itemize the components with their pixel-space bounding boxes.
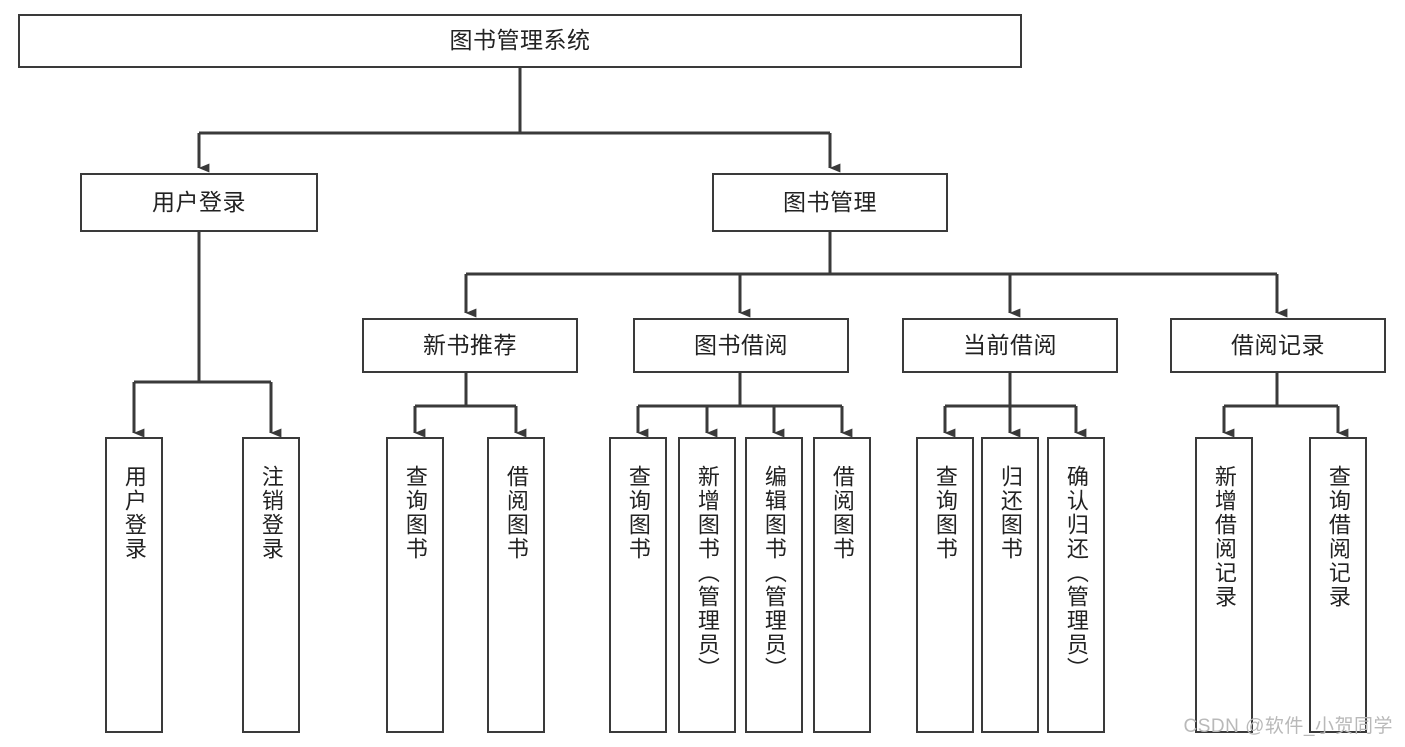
- leaf-add-book-admin-label: 新增图书（管理员）: [694, 465, 720, 681]
- leaf-query-borrow-record[interactable]: 查询借阅记录: [1309, 437, 1367, 733]
- node-root-system[interactable]: 图书管理系统: [18, 14, 1022, 68]
- leaf-confirm-return-admin[interactable]: 确认归还（管理员）: [1047, 437, 1105, 733]
- node-user-login-label: 用户登录: [152, 188, 246, 215]
- leaf-add-book-admin[interactable]: 新增图书（管理员）: [678, 437, 736, 733]
- node-book-borrow[interactable]: 图书借阅: [633, 318, 849, 373]
- leaf-query-book-borrow-label: 查询图书: [625, 465, 651, 561]
- leaf-return-book-label: 归还图书: [997, 465, 1023, 561]
- leaf-user-login[interactable]: 用户登录: [105, 437, 163, 733]
- node-book-borrow-label: 图书借阅: [694, 331, 788, 358]
- node-new-book-recommend-label: 新书推荐: [423, 331, 517, 358]
- leaf-borrow-book-borrow[interactable]: 借阅图书: [813, 437, 871, 733]
- leaf-query-book-recommend[interactable]: 查询图书: [386, 437, 444, 733]
- node-new-book-recommend[interactable]: 新书推荐: [362, 318, 578, 373]
- leaf-add-borrow-record-label: 新增借阅记录: [1211, 465, 1237, 609]
- csdn-watermark: CSDN @软件_小贺同学: [1183, 716, 1393, 737]
- node-book-manage[interactable]: 图书管理: [712, 173, 948, 232]
- node-borrow-record[interactable]: 借阅记录: [1170, 318, 1386, 373]
- leaf-add-borrow-record[interactable]: 新增借阅记录: [1195, 437, 1253, 733]
- leaf-edit-book-admin-label: 编辑图书（管理员）: [761, 465, 787, 681]
- leaf-query-book-current[interactable]: 查询图书: [916, 437, 974, 733]
- leaf-borrow-book-borrow-label: 借阅图书: [829, 465, 855, 561]
- node-root-system-label: 图书管理系统: [449, 27, 591, 54]
- leaf-query-book-borrow[interactable]: 查询图书: [609, 437, 667, 733]
- node-current-borrow[interactable]: 当前借阅: [902, 318, 1118, 373]
- leaf-return-book[interactable]: 归还图书: [981, 437, 1039, 733]
- leaf-user-login-label: 用户登录: [121, 465, 147, 561]
- leaf-query-book-recommend-label: 查询图书: [402, 465, 428, 561]
- leaf-logout[interactable]: 注销登录: [242, 437, 300, 733]
- leaf-logout-label: 注销登录: [258, 465, 284, 561]
- leaf-confirm-return-admin-label: 确认归还（管理员）: [1063, 465, 1089, 681]
- leaf-edit-book-admin[interactable]: 编辑图书（管理员）: [745, 437, 803, 733]
- node-book-manage-label: 图书管理: [783, 188, 877, 215]
- leaf-borrow-book-recommend[interactable]: 借阅图书: [487, 437, 545, 733]
- node-current-borrow-label: 当前借阅: [963, 331, 1057, 358]
- node-borrow-record-label: 借阅记录: [1231, 331, 1325, 358]
- leaf-query-borrow-record-label: 查询借阅记录: [1325, 465, 1351, 609]
- leaf-borrow-book-recommend-label: 借阅图书: [503, 465, 529, 561]
- leaf-query-book-current-label: 查询图书: [932, 465, 958, 561]
- node-user-login[interactable]: 用户登录: [80, 173, 318, 232]
